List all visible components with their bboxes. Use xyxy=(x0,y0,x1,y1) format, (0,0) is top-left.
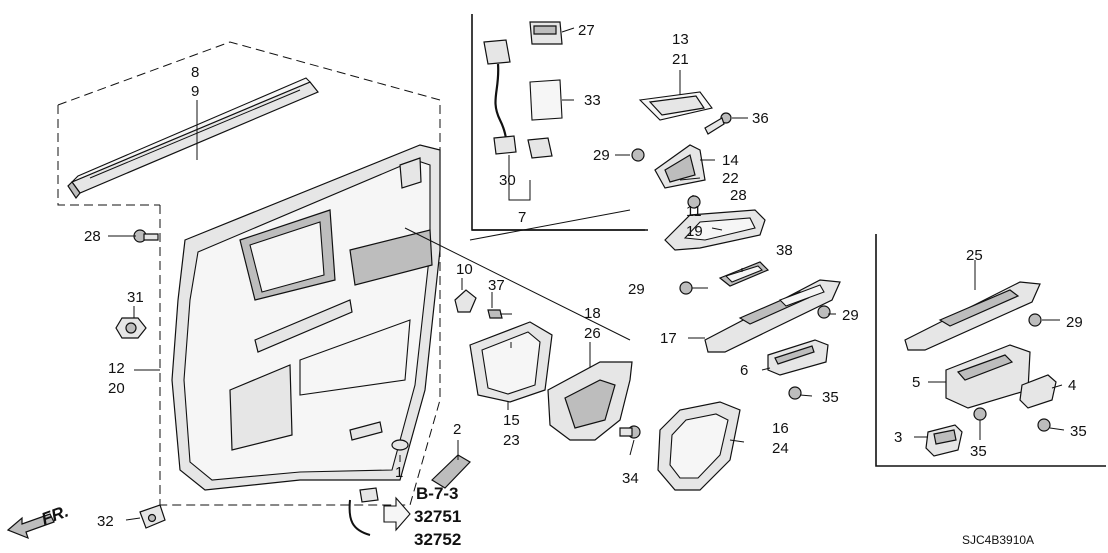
exploded-outline xyxy=(57,41,441,506)
callout-36: 36 xyxy=(752,110,769,127)
callout-28-pocket: 28 xyxy=(730,187,747,204)
callout-37: 37 xyxy=(488,277,505,294)
screw-29-armrest xyxy=(679,281,693,295)
callout-35-r1: 35 xyxy=(970,443,987,460)
front-arrow-icon xyxy=(6,513,55,540)
callout-33: 33 xyxy=(584,92,601,109)
switch-panel-17 xyxy=(704,279,841,353)
callout-20: 20 xyxy=(108,380,125,397)
switch-inset-frame xyxy=(875,234,1106,467)
reference-part-2: 32752 xyxy=(414,530,461,549)
callout-3: 3 xyxy=(894,429,902,446)
callout-35-r2: 35 xyxy=(1070,423,1087,440)
callout-8: 8 xyxy=(191,64,199,81)
callout-15: 15 xyxy=(503,412,520,429)
clip-32 xyxy=(139,504,166,529)
clip-31 xyxy=(115,317,147,339)
callout-10: 10 xyxy=(456,261,473,278)
callout-19: 19 xyxy=(686,223,703,240)
callout-11: 11 xyxy=(686,203,702,220)
pocket-cover-13 xyxy=(638,91,713,121)
pad-38 xyxy=(718,261,770,287)
screw-28-pocket xyxy=(687,195,701,209)
diagram-code: SJC4B3910A xyxy=(962,533,1034,547)
clip-30 xyxy=(527,137,553,159)
armrest-11 xyxy=(664,209,766,251)
screw-29-right xyxy=(1028,313,1042,327)
handle-bezel-16 xyxy=(657,401,741,491)
callout-5: 5 xyxy=(912,374,920,391)
pad-33 xyxy=(529,79,563,121)
callout-24: 24 xyxy=(772,440,789,457)
callout-6: 6 xyxy=(740,362,748,379)
callout-29-armrest: 29 xyxy=(628,281,645,298)
reference-part-1: 32751 xyxy=(414,507,461,526)
callout-31: 31 xyxy=(127,289,144,306)
callout-29-right: 29 xyxy=(1066,314,1083,331)
callout-7: 7 xyxy=(518,209,526,226)
callout-17: 17 xyxy=(660,330,677,347)
clip-10 xyxy=(454,289,477,313)
screw-35-r2 xyxy=(1037,418,1051,432)
callout-35-switch6: 35 xyxy=(822,389,839,406)
callout-16: 16 xyxy=(772,420,789,437)
screw-37 xyxy=(487,309,512,319)
screw-35-switch6 xyxy=(788,386,802,400)
callout-34: 34 xyxy=(622,470,639,487)
switch-3 xyxy=(925,424,963,457)
callout-13: 13 xyxy=(672,31,689,48)
callout-28-left: 28 xyxy=(84,228,101,245)
callout-2: 2 xyxy=(453,421,461,438)
master-switch-5 xyxy=(945,344,1031,409)
callout-29-panel: 29 xyxy=(842,307,859,324)
handle-bracket-18 xyxy=(547,361,633,441)
callout-38: 38 xyxy=(776,242,793,259)
callout-29-pocket: 29 xyxy=(593,147,610,164)
leader-lines xyxy=(108,27,1065,521)
cover-2 xyxy=(431,454,471,489)
harness-7 xyxy=(483,39,517,155)
front-label: FR. xyxy=(39,502,71,529)
screw-29-pocket xyxy=(631,148,645,162)
callout-9: 9 xyxy=(191,83,199,100)
switch-6 xyxy=(767,339,829,376)
callout-27: 27 xyxy=(578,22,595,39)
callout-12: 12 xyxy=(108,360,125,377)
switch-panel-25 xyxy=(904,281,1041,351)
callout-1: 1 xyxy=(395,464,403,481)
door-weatherstrip xyxy=(67,77,319,200)
reference-section: B-7-3 xyxy=(416,484,459,503)
callout-18: 18 xyxy=(584,305,601,322)
callout-22: 22 xyxy=(722,170,739,187)
callout-23: 23 xyxy=(503,432,520,449)
screw-29-panel xyxy=(817,305,831,319)
switch-4 xyxy=(1019,374,1057,409)
pocket-14 xyxy=(654,144,706,189)
callout-32: 32 xyxy=(97,513,114,530)
door-lining-panel xyxy=(171,144,441,491)
clip-28-left xyxy=(133,229,159,243)
callout-21: 21 xyxy=(672,51,689,68)
reference-connector-icon xyxy=(348,487,379,536)
reference-arrow xyxy=(383,496,411,532)
inner-handle-trim-15 xyxy=(469,321,553,403)
callout-14: 14 xyxy=(722,152,739,169)
callout-4: 4 xyxy=(1068,377,1076,394)
connector-27 xyxy=(529,21,563,45)
callout-26: 26 xyxy=(584,325,601,342)
screw-35-r1 xyxy=(973,407,987,421)
callout-30: 30 xyxy=(499,172,516,189)
screw-34 xyxy=(619,425,641,439)
cap-1 xyxy=(391,439,409,451)
callout-25: 25 xyxy=(966,247,983,264)
screw-36 xyxy=(704,112,732,135)
